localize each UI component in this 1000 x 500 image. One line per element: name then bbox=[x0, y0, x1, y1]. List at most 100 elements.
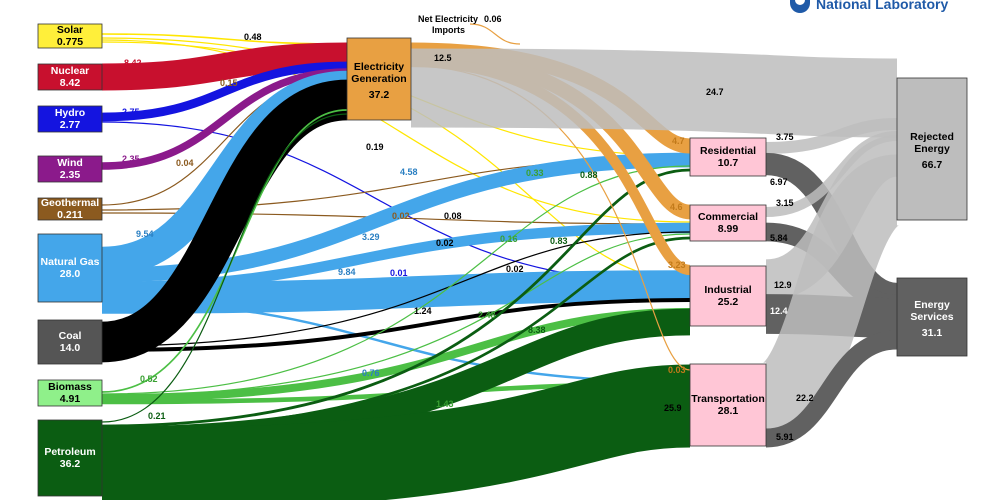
node-box-coal bbox=[37, 319, 103, 365]
flow-value-label: 0.83 bbox=[550, 236, 568, 246]
node-value-residential: 10.7 bbox=[718, 157, 739, 169]
node-box-geothermal bbox=[37, 197, 103, 221]
node-box-hydro bbox=[37, 105, 103, 133]
flow-value-label: 12.4 bbox=[770, 306, 788, 316]
node-value-wind: 2.35 bbox=[60, 169, 81, 181]
node-name-rejected: Rejected bbox=[910, 131, 954, 143]
flow-biomass-to-electricity bbox=[101, 109, 348, 393]
node-box-services bbox=[896, 277, 968, 357]
flow-value-label: 0.21 bbox=[148, 411, 166, 421]
flow-petroleum-to-electricity bbox=[101, 113, 348, 423]
flow-value-label: 5.91 bbox=[776, 432, 794, 442]
node-name-transportation: Transportation bbox=[691, 393, 765, 405]
node-name-residential: Residential bbox=[700, 145, 756, 157]
node-box-commercial bbox=[689, 204, 767, 242]
node-name-solar: Solar bbox=[57, 24, 83, 36]
flow-value-label: 0.16 bbox=[500, 234, 518, 244]
node-value-coal: 14.0 bbox=[60, 342, 81, 354]
flow-biomass-to-industrial bbox=[101, 308, 691, 402]
flow-transportation-to-rejected bbox=[758, 154, 904, 434]
flow-value-label: 0.33 bbox=[526, 168, 544, 178]
node-box-industrial bbox=[689, 265, 767, 327]
flow-hydro-to-electricity bbox=[101, 61, 348, 122]
flow-coal-to-commercial bbox=[101, 231, 691, 347]
node-name-industrial: Industrial bbox=[704, 284, 751, 296]
flow-value-label: 0.02 bbox=[506, 264, 524, 274]
flow-value-label: 12.5 bbox=[434, 53, 452, 63]
flow-petroleum-to-transportation bbox=[101, 364, 691, 500]
flow-value-label: 0.04 bbox=[176, 158, 194, 168]
flow-nuclear-to-electricity bbox=[101, 42, 348, 91]
flow-value-label: 6.97 bbox=[770, 177, 788, 187]
node-value-services: 31.1 bbox=[922, 327, 943, 339]
net-imports-label-line2: Imports bbox=[432, 25, 465, 35]
node-box-petroleum bbox=[37, 419, 103, 497]
node-value-industrial: 25.2 bbox=[718, 296, 739, 308]
node-box-residential bbox=[689, 137, 767, 177]
flow-value-label: 0.02 bbox=[436, 238, 454, 248]
flow-label-layer: 0.488.422.752.350.150.049.5412.70.520.21… bbox=[122, 14, 814, 442]
flow-value-label: 0.06 bbox=[484, 14, 502, 24]
node-name-coal: Coal bbox=[59, 330, 82, 342]
flow-value-label: 9.84 bbox=[338, 267, 356, 277]
flow-value-label: 0.52 bbox=[140, 374, 158, 384]
flow-residential-to-rejected bbox=[765, 118, 898, 154]
node-name-services: Services bbox=[910, 311, 953, 323]
node-name-commercial: Commercial bbox=[698, 211, 758, 223]
flow-natural_gas-to-industrial bbox=[101, 270, 691, 314]
node-name-natural-gas: Natural Gas bbox=[41, 256, 100, 268]
flow-value-label: 2.75 bbox=[122, 107, 140, 117]
node-value-rejected: 66.7 bbox=[922, 159, 943, 171]
flow-natural_gas-to-transportation bbox=[101, 300, 691, 384]
flow-value-label: 24.7 bbox=[706, 87, 724, 97]
node-box-wind bbox=[37, 155, 103, 183]
node-box-nuclear bbox=[37, 63, 103, 91]
node-value-biomass: 4.91 bbox=[60, 393, 81, 405]
flow-value-label: 0.48 bbox=[244, 32, 262, 42]
flow-value-label: 12.9 bbox=[774, 280, 792, 290]
node-name-rejected: Energy bbox=[914, 143, 950, 155]
flow-value-label: 22.2 bbox=[796, 393, 814, 403]
flow-value-label: 4.6 bbox=[670, 202, 683, 212]
flow-petroleum-to-residential bbox=[101, 168, 691, 428]
node-value-transportation: 28.1 bbox=[718, 405, 739, 417]
flow-coal-to-industrial bbox=[101, 298, 691, 352]
flow-value-label: 4.58 bbox=[400, 167, 418, 177]
node-name-nuclear: Nuclear bbox=[51, 65, 90, 77]
flow-value-label: 0.02 bbox=[392, 211, 410, 221]
flow-value-label: 25.9 bbox=[664, 403, 682, 413]
node-name-geothermal: Geothermal bbox=[41, 197, 99, 209]
flow-value-label: 4.7 bbox=[672, 136, 685, 146]
flow-value-label: 2.48 bbox=[478, 310, 496, 320]
flow-value-label: 8.38 bbox=[528, 325, 546, 335]
annotation-layer: Net Electricity Imports bbox=[418, 14, 478, 35]
flow-layer bbox=[100, 23, 904, 500]
node-name-hydro: Hydro bbox=[55, 107, 85, 119]
flow-biomass-to-commercial bbox=[101, 233, 691, 397]
flow-value-label: 0.03 bbox=[668, 365, 686, 375]
flow-value-label: 0.08 bbox=[444, 211, 462, 221]
flow-value-label: 9.54 bbox=[136, 229, 154, 239]
flow-value-label: 0.88 bbox=[580, 170, 598, 180]
flow-electricity-to-rejected bbox=[410, 48, 898, 138]
node-box-rejected bbox=[896, 77, 968, 221]
flow-value-label: 3.75 bbox=[776, 132, 794, 142]
flow-value-label: 0.15 bbox=[220, 78, 238, 88]
node-value-geothermal: 0.211 bbox=[57, 209, 83, 221]
flow-value-label: 0.19 bbox=[366, 142, 384, 152]
node-name-electricity: Electricity bbox=[354, 61, 404, 73]
flow-biomass-to-residential bbox=[101, 165, 691, 395]
